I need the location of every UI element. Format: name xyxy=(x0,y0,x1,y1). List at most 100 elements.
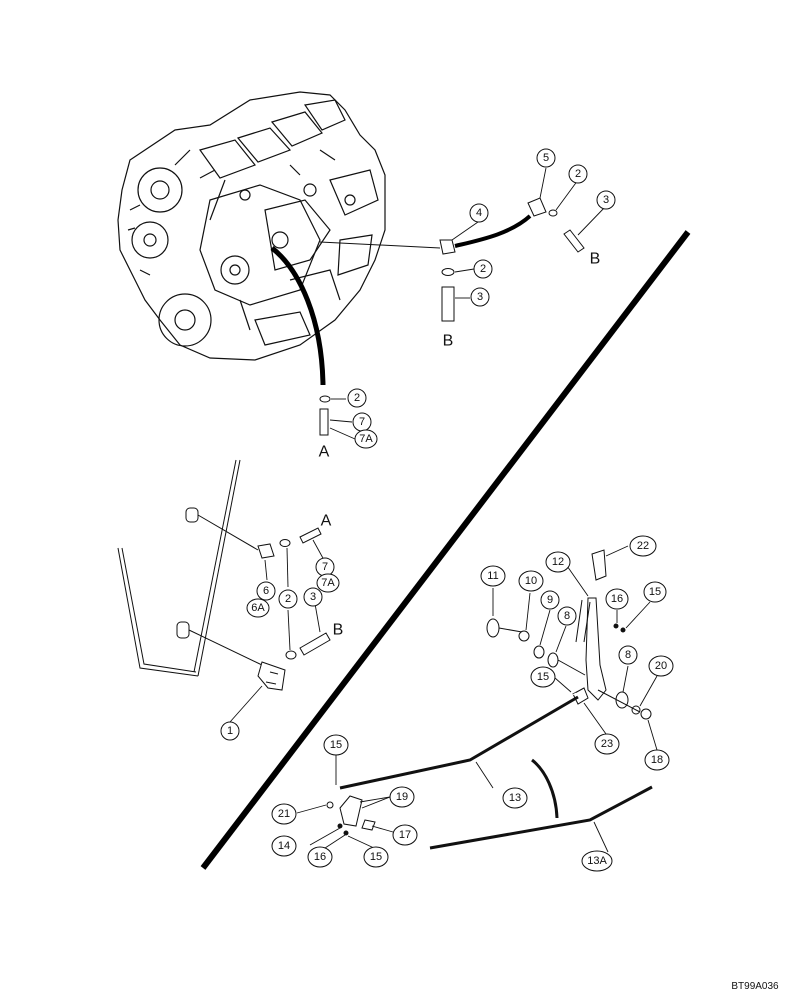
nut-18 xyxy=(640,708,652,720)
callout-2c xyxy=(347,388,367,408)
clip-17 xyxy=(361,819,376,831)
lower-knob xyxy=(176,621,190,639)
valve-body-1 xyxy=(257,661,286,691)
tube-7-left xyxy=(299,527,322,544)
callout-23 xyxy=(594,733,620,755)
upper-knob xyxy=(185,507,199,523)
hose-a xyxy=(270,246,326,386)
connection-letter-a: A xyxy=(321,513,332,530)
callout-label: 3 xyxy=(310,591,316,603)
o-ring-2-left-lower xyxy=(285,650,297,660)
callout-15b xyxy=(530,666,556,688)
callout-label: 2 xyxy=(285,593,291,605)
callout-label: 22 xyxy=(637,540,649,552)
callout-16a xyxy=(605,588,629,610)
callout-17 xyxy=(392,824,418,846)
elbow-fitting-5 xyxy=(527,197,547,217)
callout-20 xyxy=(648,655,674,677)
connection-letter-b: B xyxy=(333,622,344,639)
tube-7-upper xyxy=(319,408,329,436)
callout-label: 7A xyxy=(359,433,373,445)
callout-15c xyxy=(323,734,349,756)
pin-15 xyxy=(620,627,626,633)
callout-label: 2 xyxy=(480,263,486,275)
callout-6 xyxy=(256,581,276,601)
throttle-linkage xyxy=(326,549,653,850)
callout-5 xyxy=(536,148,556,168)
connection-letter-b: B xyxy=(443,333,454,350)
callout-7Aa xyxy=(354,429,378,449)
callout-3a xyxy=(596,190,616,210)
reference-code: BT99A036 xyxy=(731,981,779,992)
callout-label: 3 xyxy=(477,291,483,303)
callout-21 xyxy=(271,803,297,825)
callout-label: 15 xyxy=(537,671,549,683)
o-ring-2-left-upper xyxy=(279,539,291,547)
pin-21 xyxy=(326,801,334,809)
leader-lines xyxy=(229,167,658,853)
callout-label: 19 xyxy=(396,791,408,803)
washer-10 xyxy=(518,630,530,642)
callout-label: 3 xyxy=(603,194,609,206)
callout-1 xyxy=(220,721,240,741)
ball-joint-23 xyxy=(572,687,589,705)
callout-2d xyxy=(278,589,298,609)
callout-label: 7 xyxy=(359,416,365,428)
lever-12 xyxy=(585,597,607,701)
callout-3c xyxy=(303,587,323,607)
callout-label: 21 xyxy=(278,808,290,820)
elbow-fitting-4 xyxy=(439,239,456,255)
callout-label: 8 xyxy=(564,610,570,622)
callout-6A xyxy=(246,598,270,618)
callout-label: 1 xyxy=(227,725,233,737)
upper-hose-assembly xyxy=(270,197,585,436)
callout-label: 10 xyxy=(525,575,537,587)
callout-9 xyxy=(540,590,560,610)
left-assembly xyxy=(117,459,331,691)
callout-11 xyxy=(480,565,506,587)
callouts xyxy=(220,148,674,872)
bracket-19 xyxy=(339,795,363,827)
connection-letter-a: A xyxy=(319,444,330,461)
callout-19 xyxy=(389,786,415,808)
washer-8a xyxy=(547,652,559,668)
o-ring-2-mid xyxy=(441,268,455,276)
tube-3-mid xyxy=(441,286,455,322)
rod-13A xyxy=(429,785,653,850)
callout-label: 13 xyxy=(509,792,521,804)
callout-label: 18 xyxy=(651,754,663,766)
callout-label: 13A xyxy=(587,855,607,867)
callout-12 xyxy=(545,551,571,573)
callout-label: 17 xyxy=(399,829,411,841)
hose-b xyxy=(454,214,532,248)
callout-2a xyxy=(568,164,588,184)
callout-label: 9 xyxy=(547,594,553,606)
callout-labels: 5 2 3 4 2 3 2 7 7A 7 7A 6 6A 2 3 1 22 12… xyxy=(227,152,667,867)
callout-label: 14 xyxy=(278,840,290,852)
callout-22 xyxy=(629,535,657,557)
callout-10 xyxy=(518,570,544,592)
callout-13 xyxy=(502,787,528,809)
callout-15d xyxy=(363,846,389,868)
clip-22 xyxy=(591,549,607,581)
connection-letters: B B A A B xyxy=(319,251,601,639)
callout-14 xyxy=(271,835,297,857)
callout-label: 12 xyxy=(552,556,564,568)
callout-label: 6A xyxy=(251,602,265,614)
tee-fitting-6 xyxy=(257,543,275,559)
pin-16 xyxy=(613,623,619,629)
callout-13A xyxy=(581,850,613,872)
callout-2b xyxy=(473,259,493,279)
callout-8b xyxy=(618,645,638,665)
washer-9 xyxy=(533,645,545,659)
callout-18 xyxy=(644,749,670,771)
alternative-arc xyxy=(531,758,559,819)
line-to-elbow-4 xyxy=(319,241,441,249)
connection-letter-b: B xyxy=(590,251,601,268)
engine-illustration xyxy=(117,91,386,361)
callout-label: 15 xyxy=(330,739,342,751)
callout-label: 15 xyxy=(370,851,382,863)
callout-label: 8 xyxy=(625,649,631,661)
callout-label: 6 xyxy=(263,585,269,597)
